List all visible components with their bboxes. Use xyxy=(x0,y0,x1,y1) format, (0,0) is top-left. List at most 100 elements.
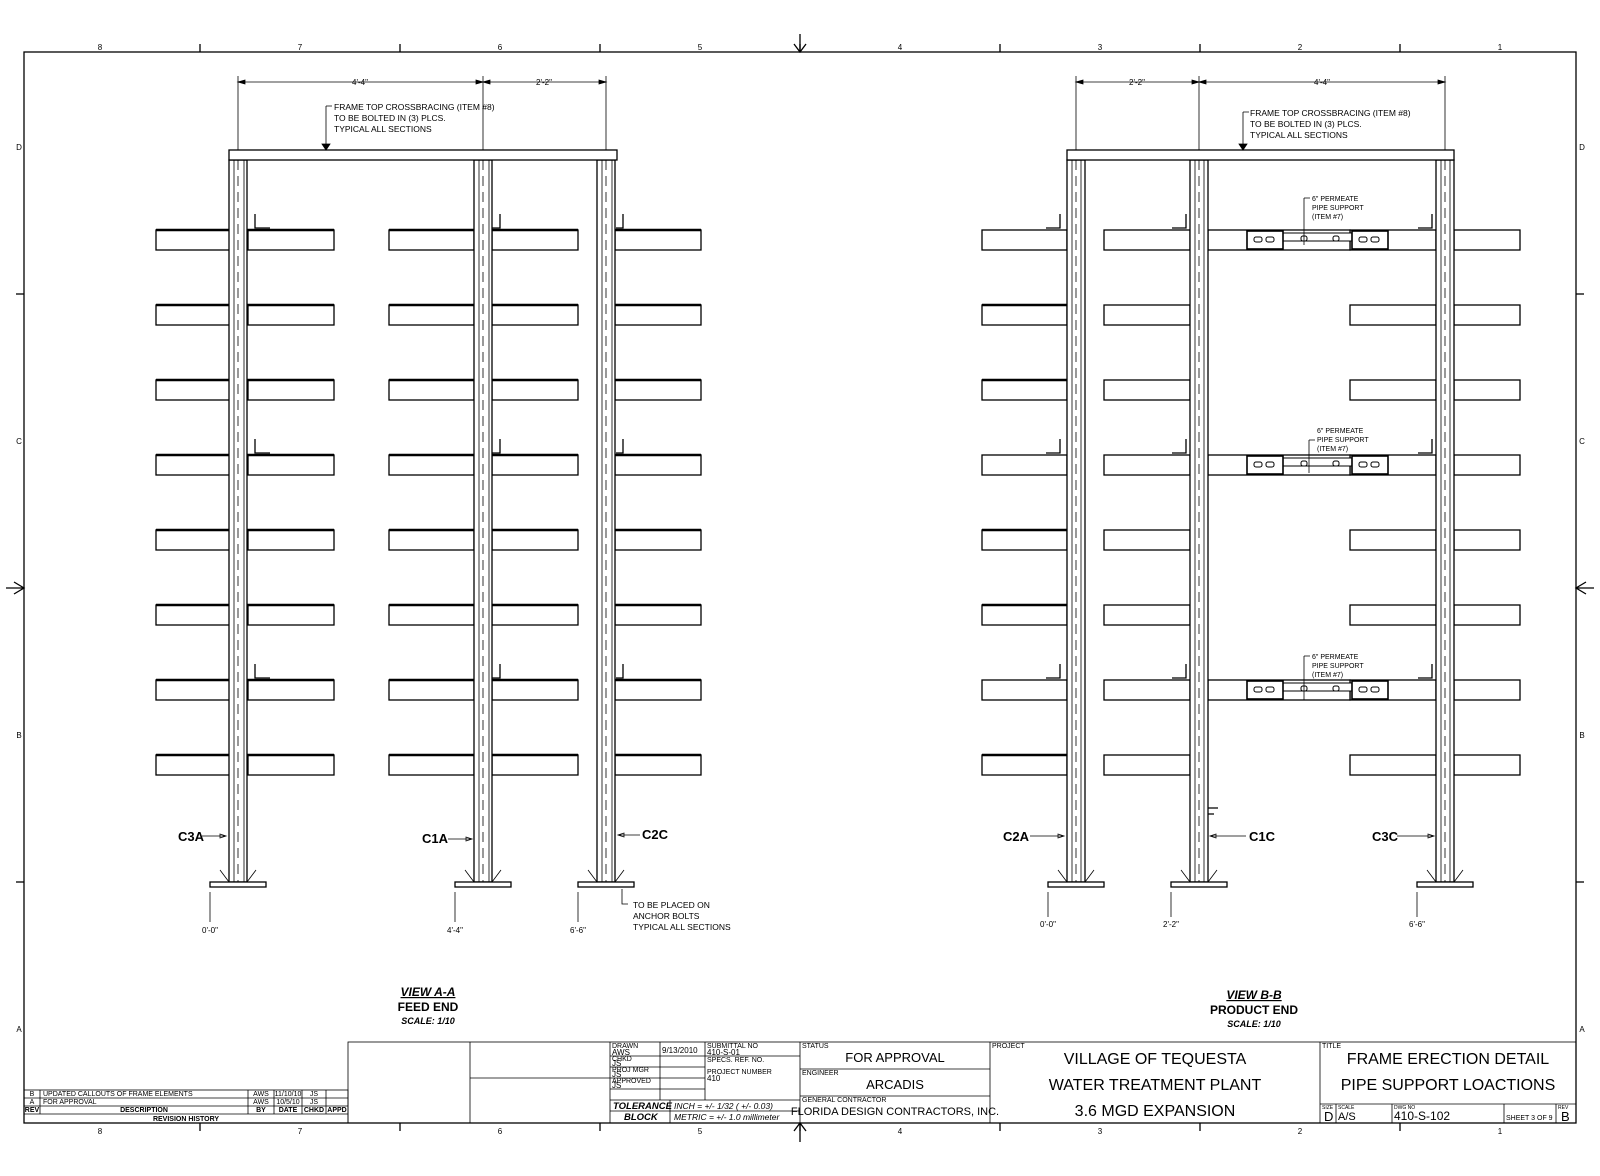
arm-segment xyxy=(247,529,335,551)
arm-segment xyxy=(1103,454,1191,476)
rev-row2-date: 10/5/10 xyxy=(276,1099,299,1106)
view-a-dim-left: 4'-4" xyxy=(352,78,368,87)
zone-left-label: C xyxy=(16,437,22,446)
arm-segment xyxy=(155,454,233,476)
arm-segment xyxy=(1349,754,1437,776)
view-a-subtitle: FEED END xyxy=(398,1000,459,1014)
sheet-border xyxy=(23,51,1577,1124)
view-a-top-note-2: TO BE BOLTED IN (3) PLCS. xyxy=(334,113,446,123)
bolt-slot xyxy=(1332,685,1340,692)
tb-project-line-2: WATER TREATMENT PLANT xyxy=(1049,1077,1262,1094)
view-b-subtitle: PRODUCT END xyxy=(1210,1003,1298,1017)
rev-row2-chkd: JS xyxy=(310,1099,319,1106)
tb-chkd: JS xyxy=(612,1059,621,1068)
bolt-slot xyxy=(1358,461,1368,468)
pipe-support-plate xyxy=(1351,680,1389,700)
rev-header-appd: APPD xyxy=(327,1107,346,1114)
arm-segment xyxy=(1453,754,1521,776)
tb-sheet: SHEET 3 OF 9 xyxy=(1506,1115,1553,1122)
zone-top-label: 1 xyxy=(1498,43,1503,52)
pipe-note-top-2: PIPE SUPPORT xyxy=(1312,205,1364,212)
zone-top-label: 5 xyxy=(698,43,703,52)
clip-angle xyxy=(1418,664,1433,679)
tb-title-line-2: PIPE SUPPORT LOACTIONS xyxy=(1341,1077,1556,1094)
tb-size: D xyxy=(1324,1109,1333,1124)
arm-segment xyxy=(388,529,475,551)
rev-row1-rev: B xyxy=(30,1091,35,1098)
bolt-slot xyxy=(1253,236,1263,243)
arm-segment xyxy=(614,379,702,401)
zone-left-label: A xyxy=(16,1025,22,1034)
view-a-arms xyxy=(155,214,702,776)
rev-row2-rev: A xyxy=(30,1099,35,1106)
arm-segment xyxy=(388,754,475,776)
arm-segment xyxy=(614,229,702,251)
arm-segment xyxy=(1453,229,1521,251)
bolt-slot xyxy=(1332,235,1340,242)
tb-ref-label: SUBMITTAL NO xyxy=(707,1043,759,1050)
clip-angle xyxy=(254,214,270,229)
tb-gc: FLORIDA DESIGN CONTRACTORS, INC. xyxy=(791,1106,999,1118)
tb-engineer-label: ENGINEER xyxy=(802,1070,839,1077)
arm-segment xyxy=(388,229,475,251)
rev-header-by: BY xyxy=(256,1107,266,1114)
clip-angle xyxy=(254,439,270,454)
zone-top-label: 2 xyxy=(1298,43,1303,52)
tb-size-label: SIZE xyxy=(1322,1105,1334,1111)
title-block: DRAWN AWS 9/13/2010 SUBMITTAL NO 410-S-0… xyxy=(347,1041,1577,1124)
arm-segment xyxy=(981,604,1068,626)
arm-segment xyxy=(1103,229,1191,251)
rev-row1-by: AWS xyxy=(253,1091,269,1098)
arm-segment xyxy=(1453,379,1521,401)
tb-chkd-label: CHKD xyxy=(612,1056,632,1063)
view-b-scale: SCALE: 1/10 xyxy=(1227,1019,1281,1029)
tb-block-label: BLOCK xyxy=(624,1112,659,1123)
arm-segment xyxy=(1453,529,1521,551)
zone-left-label: B xyxy=(16,731,21,740)
bolt-slot xyxy=(1253,461,1263,468)
view-b-columns xyxy=(1047,149,1474,888)
rev-header-chkd: CHKD xyxy=(304,1107,324,1114)
zone-right-label: A xyxy=(1579,1025,1585,1034)
view-a-top-note-1: FRAME TOP CROSSBRACING (ITEM #8) xyxy=(334,102,495,112)
zone-right-label: C xyxy=(1579,437,1585,446)
zone-bottom-label: 2 xyxy=(1298,1127,1303,1136)
bolt-slot xyxy=(1358,236,1368,243)
tb-rev-label: REV xyxy=(1558,1105,1569,1111)
arm-segment xyxy=(155,304,233,326)
view-a-anchor-note-3: TYPICAL ALL SECTIONS xyxy=(633,922,731,932)
arm-segment xyxy=(247,304,335,326)
bolt-slot xyxy=(1370,461,1380,468)
arm-segment xyxy=(247,604,335,626)
tb-inch: INCH = +/- 1/32 ( +/- 0.03) xyxy=(674,1101,773,1111)
view-a-frame: 4'-4" 2'-2" FRAME TOP CROSSBRACING (ITEM… xyxy=(155,76,731,1026)
tb-project-line-3: 3.6 MGD EXPANSION xyxy=(1075,1103,1236,1120)
pipe-support xyxy=(1246,680,1389,700)
clip-angle xyxy=(1418,439,1433,454)
view-b-dim-right: 4'-4" xyxy=(1314,78,1330,87)
arm-segment xyxy=(614,679,702,701)
tb-proj-mgr-label: PROJ MGR xyxy=(612,1067,649,1074)
arm-segment xyxy=(1103,304,1191,326)
clip-angle xyxy=(616,214,624,229)
arm-segment xyxy=(1349,529,1437,551)
view-a-base-dim-2: 4'-4" xyxy=(447,926,463,935)
tb-approved-label: APPROVED xyxy=(612,1078,651,1085)
clip-angle xyxy=(616,664,624,679)
rev-header-date: DATE xyxy=(279,1107,298,1114)
bolt-slot xyxy=(1300,460,1308,467)
bolt-slot xyxy=(1265,686,1275,693)
view-b-base-dim-3: 6'-6" xyxy=(1409,920,1425,929)
arm-segment xyxy=(155,679,233,701)
arm-segment xyxy=(981,679,1068,701)
arm-segment xyxy=(491,529,579,551)
clip-angle xyxy=(1046,439,1061,454)
pipe-note-bot-2: PIPE SUPPORT xyxy=(1312,663,1364,670)
view-a-title: VIEW A-A xyxy=(401,985,456,999)
view-a-base-dim-3: 6'-6" xyxy=(570,926,586,935)
zone-bottom-label: 7 xyxy=(298,1127,303,1136)
view-b-column-label-3: C3C xyxy=(1372,829,1399,844)
pipe-note-bot-1: 6" PERMEATE xyxy=(1312,654,1359,661)
zone-bottom-label: 1 xyxy=(1498,1127,1503,1136)
